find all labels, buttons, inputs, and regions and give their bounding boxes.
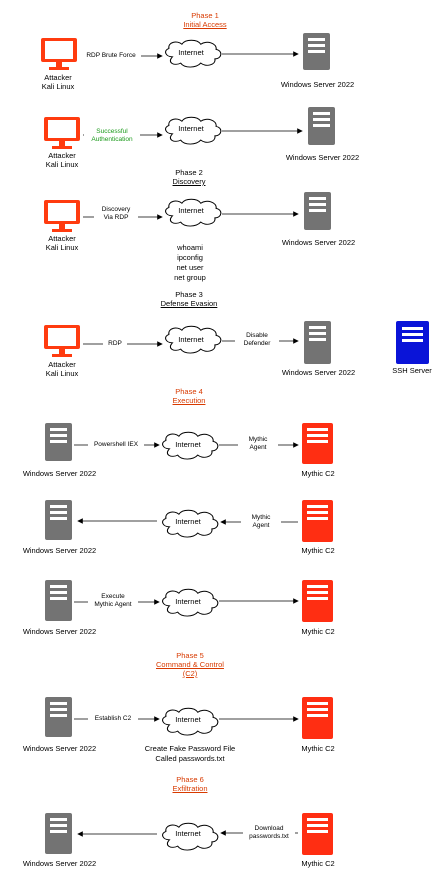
internet-label: Internet bbox=[175, 517, 201, 526]
edge-label-discovery-via-rdp: Discovery Via RDP bbox=[94, 206, 138, 222]
windows-server-icon bbox=[45, 423, 72, 461]
windows-server-label: Windows Server 2022 bbox=[285, 153, 360, 162]
internet-label: Internet bbox=[178, 48, 204, 57]
windows-server-label: Windows Server 2022 bbox=[281, 368, 356, 377]
windows-server-icon bbox=[303, 33, 330, 70]
mythic-c2-label: Mythic C2 bbox=[301, 546, 335, 555]
mythic-c2-label: Mythic C2 bbox=[301, 627, 335, 636]
internet-label: Internet bbox=[178, 206, 204, 215]
internet-label: Internet bbox=[175, 829, 201, 838]
windows-server-icon bbox=[45, 813, 72, 854]
edge-label-successful-authentication: Successful Authentication bbox=[84, 128, 140, 144]
windows-server-icon bbox=[45, 500, 72, 540]
mythic-c2-icon bbox=[302, 580, 333, 622]
edge-label-mythic-agent: Mythic Agent bbox=[238, 436, 278, 452]
internet-label: Internet bbox=[175, 715, 201, 724]
windows-server-icon bbox=[304, 192, 331, 230]
mythic-c2-icon bbox=[302, 813, 333, 855]
windows-server-label: Windows Server 2022 bbox=[22, 627, 97, 636]
internet-label: Internet bbox=[178, 124, 204, 133]
windows-server-icon bbox=[304, 321, 331, 364]
windows-server-label: Windows Server 2022 bbox=[22, 546, 97, 555]
windows-server-label: Windows Server 2022 bbox=[22, 469, 97, 478]
windows-server-label: Windows Server 2022 bbox=[22, 744, 97, 753]
internet-label: Internet bbox=[175, 440, 201, 449]
attacker-label: Attacker Kali Linux bbox=[41, 73, 75, 91]
mythic-c2-label: Mythic C2 bbox=[301, 859, 335, 868]
ssh-server-icon bbox=[396, 321, 429, 364]
windows-server-icon bbox=[45, 580, 72, 621]
edge-label-download-passwords: Download passwords.txt bbox=[243, 825, 295, 841]
edge-label-execute-mythic-agent: Execute Mythic Agent bbox=[88, 593, 138, 609]
attacker-icon bbox=[44, 200, 80, 232]
windows-server-icon bbox=[308, 107, 335, 145]
windows-server-label: Windows Server 2022 bbox=[280, 80, 355, 89]
edge-label-mythic-agent: Mythic Agent bbox=[241, 514, 281, 530]
attacker-icon bbox=[44, 325, 80, 357]
attacker-icon bbox=[44, 117, 80, 149]
edge-label-rdp-brute-force: RDP Brute Force bbox=[81, 52, 141, 60]
mythic-c2-icon bbox=[302, 500, 333, 542]
mythic-c2-icon bbox=[302, 423, 333, 464]
internet-label: Internet bbox=[175, 597, 201, 606]
edge-label-establish-c2: Establish C2 bbox=[88, 715, 138, 723]
windows-server-label: Windows Server 2022 bbox=[281, 238, 356, 247]
mythic-c2-icon bbox=[302, 697, 333, 739]
edge-label-powershell-iex: Powershell IEX bbox=[88, 441, 144, 449]
mythic-c2-label: Mythic C2 bbox=[301, 469, 335, 478]
mythic-c2-label: Mythic C2 bbox=[301, 744, 335, 753]
discovery-commands-note: whoami ipconfig net user net group bbox=[174, 243, 206, 282]
fake-password-file-note: Create Fake Password File Called passwor… bbox=[144, 744, 236, 763]
edge-label-rdp: RDP bbox=[103, 340, 127, 348]
attacker-label: Attacker Kali Linux bbox=[45, 151, 79, 169]
attacker-label: Attacker Kali Linux bbox=[45, 360, 79, 378]
attacker-label: Attacker Kali Linux bbox=[45, 234, 79, 252]
attacker-icon bbox=[41, 38, 77, 70]
ssh-server-label: SSH Server bbox=[392, 366, 432, 375]
windows-server-icon bbox=[45, 697, 72, 737]
windows-server-label: Windows Server 2022 bbox=[22, 859, 97, 868]
edge-label-disable-defender: Disable Defender bbox=[235, 332, 279, 348]
internet-label: Internet bbox=[178, 335, 204, 344]
